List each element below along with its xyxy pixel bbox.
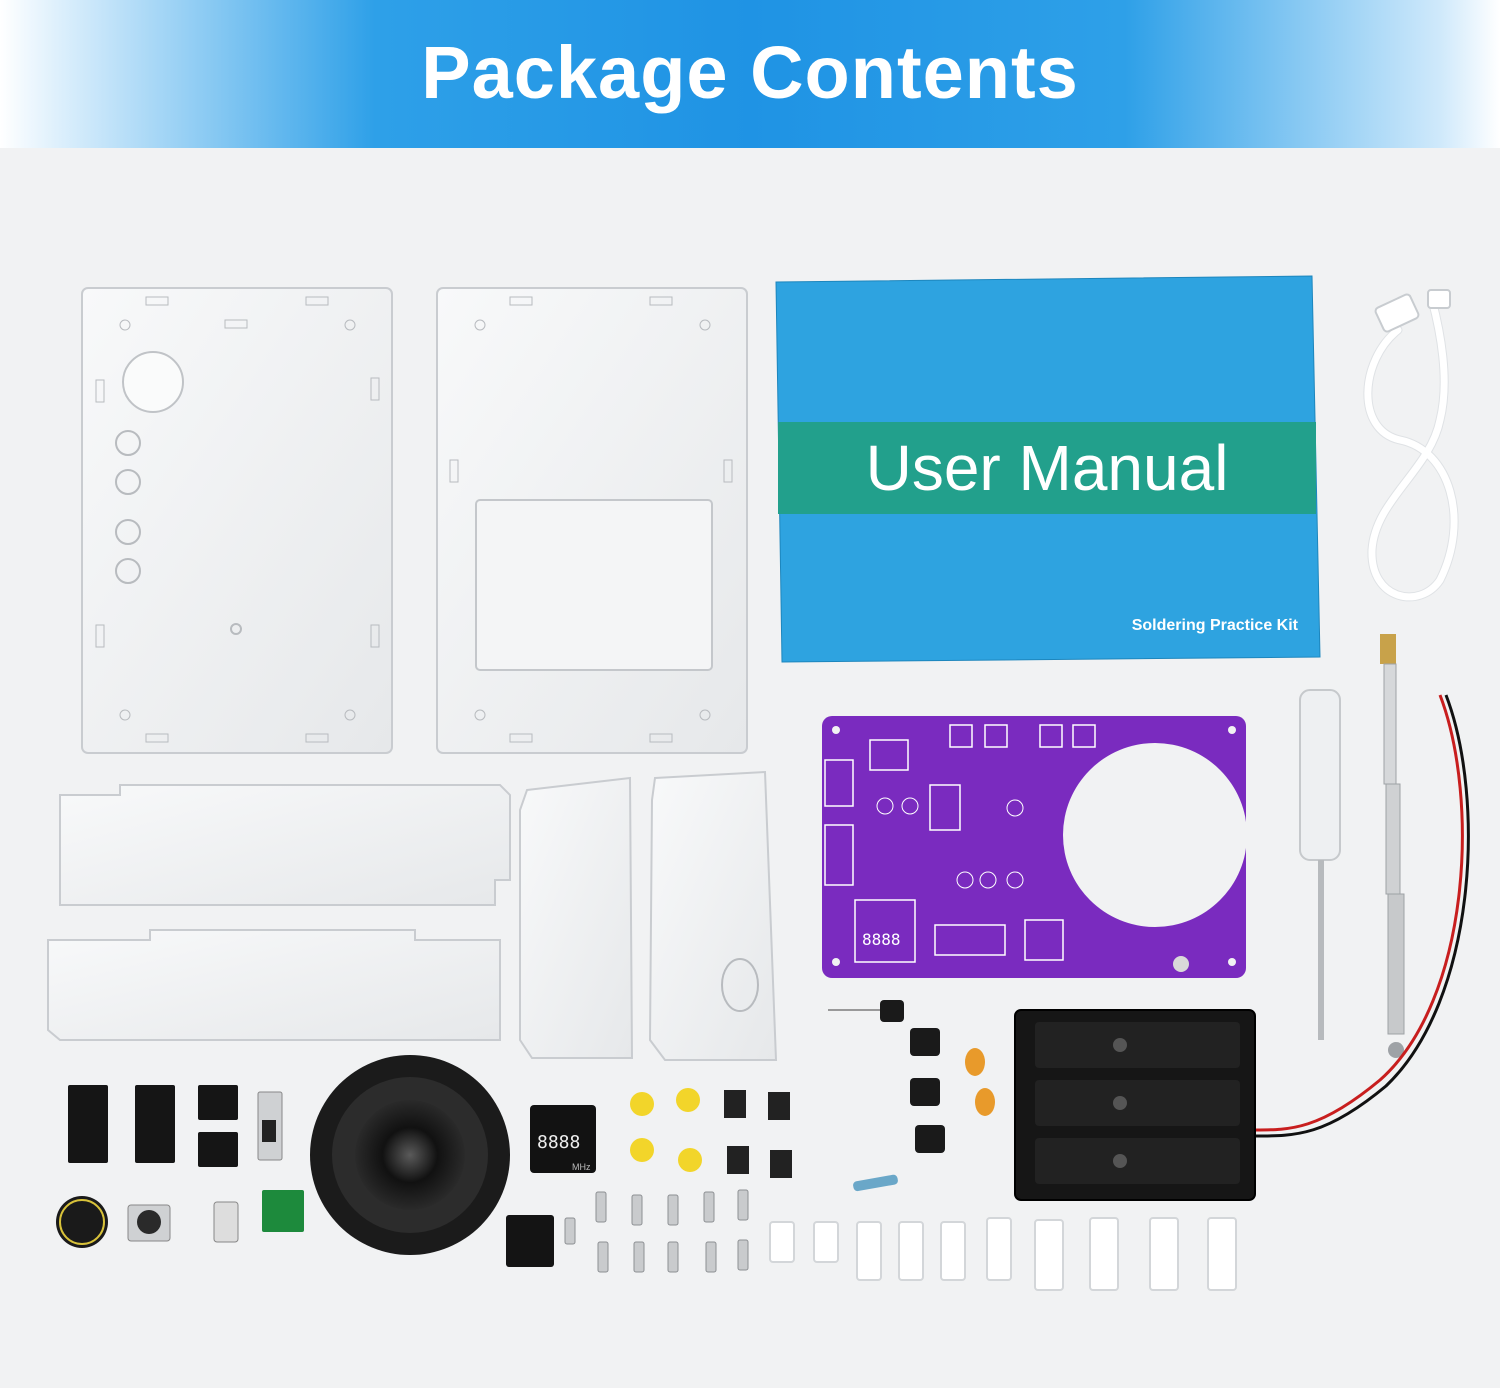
ic-chips bbox=[68, 1085, 283, 1167]
speaker bbox=[310, 1055, 510, 1255]
knob-and-modules bbox=[56, 1190, 554, 1267]
title-banner: Package Contents bbox=[0, 0, 1500, 148]
push-buttons bbox=[630, 1088, 792, 1178]
acrylic-front-panel bbox=[81, 287, 393, 754]
acrylic-back-panel bbox=[436, 287, 748, 754]
purple-pcb: 8888 bbox=[822, 716, 1247, 978]
battery-holder bbox=[1014, 1009, 1256, 1201]
red-black-wire bbox=[1254, 694, 1464, 1132]
nylon-standoffs bbox=[769, 1217, 1237, 1291]
acrylic-side-strips bbox=[47, 770, 778, 1061]
svg-text:8888: 8888 bbox=[862, 930, 901, 949]
screwdriver bbox=[1299, 689, 1341, 1040]
display-unit: MHz bbox=[572, 1162, 591, 1172]
display-digits: 8888 bbox=[537, 1132, 580, 1153]
screws bbox=[564, 1189, 749, 1273]
product-photo: User Manual Soldering Practice Kit 8888 bbox=[47, 275, 1470, 1291]
user-manual: User Manual Soldering Practice Kit bbox=[775, 275, 1321, 663]
manual-subtitle: Soldering Practice Kit bbox=[1132, 617, 1299, 634]
manual-title: User Manual bbox=[866, 432, 1229, 504]
banner-title: Package Contents bbox=[421, 31, 1079, 114]
telescopic-antenna bbox=[1380, 634, 1405, 1058]
segment-display: 8888 MHz bbox=[530, 1105, 596, 1173]
usb-cable bbox=[1363, 289, 1459, 602]
small-components bbox=[828, 1000, 995, 1192]
